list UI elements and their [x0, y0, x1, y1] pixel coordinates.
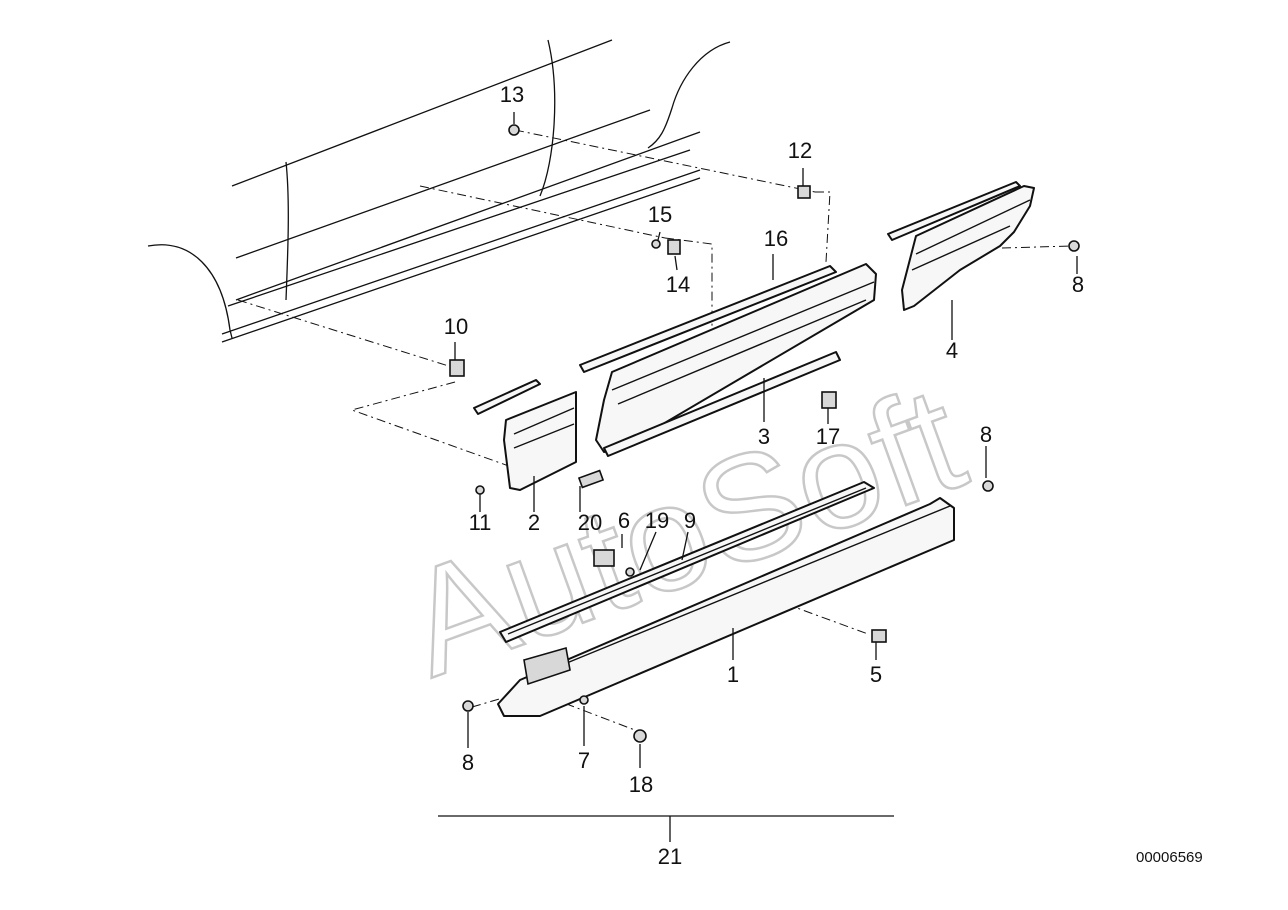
part-4-rear-moulding — [887, 181, 1035, 311]
part-20-badge — [577, 469, 605, 489]
clip-15 — [651, 239, 661, 249]
callout-6: 6 — [618, 508, 630, 533]
screw-8-rear — [1068, 240, 1080, 252]
callout-16: 16 — [764, 226, 788, 251]
callout-10: 10 — [444, 314, 468, 339]
washer-7 — [579, 695, 589, 705]
callout-8-front: 8 — [462, 750, 474, 775]
callout-14: 14 — [666, 272, 690, 297]
clip-5 — [871, 629, 887, 643]
callout-21: 21 — [658, 844, 682, 869]
callout-13: 13 — [500, 82, 524, 107]
vehicle-body-outline — [147, 39, 731, 343]
callout-15: 15 — [648, 202, 672, 227]
callout-2: 2 — [528, 510, 540, 535]
screw-19 — [625, 567, 635, 577]
callout-7: 7 — [578, 748, 590, 773]
callout-17: 17 — [816, 424, 840, 449]
part-3-lower-strip — [603, 351, 841, 457]
clip-13 — [508, 124, 520, 136]
screw-11 — [475, 485, 485, 495]
screw-8-front — [462, 700, 474, 712]
callout-19: 19 — [645, 508, 669, 533]
clip-10 — [449, 359, 465, 377]
callout-8-rear: 8 — [1072, 272, 1084, 297]
drawing-id: 00006569 — [1136, 849, 1203, 866]
bolt-18 — [633, 729, 647, 743]
clip-14 — [667, 239, 681, 255]
screw-8-mid — [982, 480, 994, 492]
callout-12: 12 — [788, 138, 812, 163]
callout-5: 5 — [870, 662, 882, 687]
callout-8-mid: 8 — [980, 422, 992, 447]
callout-20: 20 — [578, 510, 602, 535]
clip-12 — [797, 185, 811, 199]
fasteners — [449, 124, 1080, 743]
part-2-front-moulding — [473, 379, 577, 491]
callout-11: 11 — [469, 510, 492, 535]
callouts: 13 12 15 16 14 8 10 4 3 17 8 11 2 20 6 1… — [444, 82, 1084, 869]
part-9-sill-strip — [499, 481, 875, 643]
callout-4: 4 — [946, 338, 958, 363]
leader-lines — [438, 112, 1078, 842]
part-1-side-sill — [497, 497, 955, 717]
callout-3: 3 — [758, 424, 770, 449]
clip-17 — [821, 391, 837, 409]
part-16-upper-strip — [579, 265, 837, 373]
callout-9: 9 — [684, 508, 696, 533]
callout-18: 18 — [629, 772, 653, 797]
bracket-6 — [593, 549, 615, 567]
callout-1: 1 — [727, 662, 739, 687]
